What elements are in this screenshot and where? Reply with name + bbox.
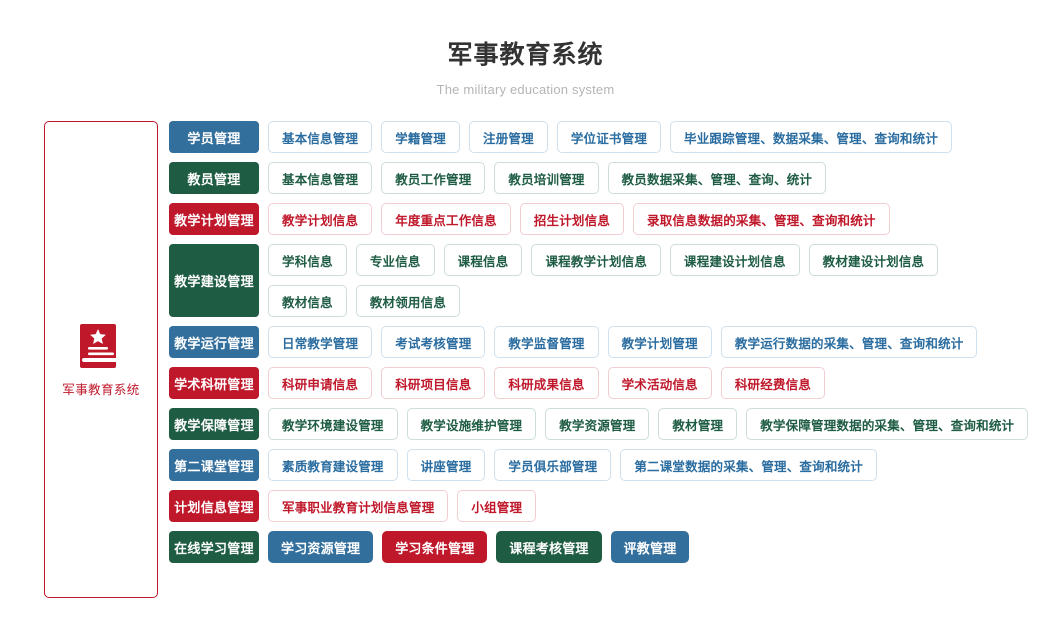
row-line: 教材信息教材领用信息: [268, 285, 938, 317]
row-items: 科研申请信息科研项目信息科研成果信息学术活动信息科研经费信息: [268, 367, 826, 399]
module-chip[interactable]: 学习条件管理: [382, 531, 488, 563]
module-chip[interactable]: 教学设施维护管理: [406, 408, 537, 440]
module-chip[interactable]: 教学保障管理数据的采集、管理、查询和统计: [746, 408, 1029, 440]
module-chip[interactable]: 学位证书管理: [556, 121, 662, 153]
module-row: 教学运行管理日常教学管理考试考核管理教学监督管理教学计划管理教学运行数据的采集、…: [169, 326, 1028, 358]
module-chip[interactable]: 学员俱乐部管理: [494, 449, 612, 481]
row-line: 基本信息管理学籍管理注册管理学位证书管理毕业跟踪管理、数据采集、管理、查询和统计: [268, 121, 953, 153]
module-chip[interactable]: 课程信息: [443, 244, 523, 276]
module-rows: 学员管理基本信息管理学籍管理注册管理学位证书管理毕业跟踪管理、数据采集、管理、查…: [169, 121, 1029, 563]
module-row: 第二课堂管理素质教育建设管理讲座管理学员俱乐部管理第二课堂数据的采集、管理、查询…: [169, 449, 1028, 481]
module-chip[interactable]: 录取信息数据的采集、管理、查询和统计: [633, 203, 890, 235]
row-label-5[interactable]: 学术科研管理: [169, 367, 259, 399]
row-line: 基本信息管理教员工作管理教员培训管理教员数据采集、管理、查询、统计: [268, 162, 827, 194]
module-chip[interactable]: 招生计划信息: [519, 203, 625, 235]
module-chip[interactable]: 讲座管理: [406, 449, 486, 481]
module-chip[interactable]: 学科信息: [268, 244, 347, 276]
module-chip[interactable]: 课程建设计划信息: [670, 244, 800, 276]
module-row: 教学计划管理教学计划信息年度重点工作信息招生计划信息录取信息数据的采集、管理、查…: [169, 203, 1028, 235]
module-chip[interactable]: 教材信息: [268, 285, 347, 317]
module-chip[interactable]: 教员培训管理: [494, 162, 599, 194]
module-chip[interactable]: 学籍管理: [381, 121, 461, 153]
module-chip[interactable]: 教学监督管理: [494, 326, 599, 358]
row-line: 学习资源管理学习条件管理课程考核管理评教管理: [268, 531, 690, 563]
row-label-2[interactable]: 教学计划管理: [169, 203, 259, 235]
book-star-icon: [78, 322, 124, 370]
row-items: 教学计划信息年度重点工作信息招生计划信息录取信息数据的采集、管理、查询和统计: [268, 203, 890, 235]
module-chip[interactable]: 教材建设计划信息: [808, 244, 939, 276]
row-items: 学习资源管理学习条件管理课程考核管理评教管理: [268, 531, 690, 563]
module-chip[interactable]: 素质教育建设管理: [268, 449, 398, 481]
module-chip[interactable]: 科研申请信息: [268, 367, 373, 399]
row-label-9[interactable]: 在线学习管理: [169, 531, 259, 563]
body-area: 军事教育系统 学员管理基本信息管理学籍管理注册管理学位证书管理毕业跟踪管理、数据…: [0, 121, 1051, 598]
row-line: 军事职业教育计划信息管理小组管理: [268, 490, 537, 522]
row-line: 教学计划信息年度重点工作信息招生计划信息录取信息数据的采集、管理、查询和统计: [268, 203, 890, 235]
module-row: 教员管理基本信息管理教员工作管理教员培训管理教员数据采集、管理、查询、统计: [169, 162, 1028, 194]
module-chip[interactable]: 科研经费信息: [720, 367, 826, 399]
row-line: 学科信息专业信息课程信息课程教学计划信息课程建设计划信息教材建设计划信息: [268, 244, 939, 276]
page-title: 军事教育系统: [447, 41, 604, 69]
page-subtitle: The military education system: [436, 82, 615, 97]
row-line: 素质教育建设管理讲座管理学员俱乐部管理第二课堂数据的采集、管理、查询和统计: [268, 449, 877, 481]
module-chip[interactable]: 课程考核管理: [496, 531, 602, 563]
module-chip[interactable]: 注册管理: [469, 121, 548, 153]
row-items: 日常教学管理考试考核管理教学监督管理教学计划管理教学运行数据的采集、管理、查询和…: [268, 326, 978, 358]
module-chip[interactable]: 专业信息: [355, 244, 435, 276]
module-chip[interactable]: 教材领用信息: [355, 285, 461, 317]
module-chip[interactable]: 基本信息管理: [268, 162, 373, 194]
row-label-7[interactable]: 第二课堂管理: [169, 449, 259, 481]
row-label-8[interactable]: 计划信息管理: [169, 490, 259, 522]
module-chip[interactable]: 教学资源管理: [545, 408, 650, 440]
row-line: 教学环境建设管理教学设施维护管理教学资源管理教材管理教学保障管理数据的采集、管理…: [268, 408, 1029, 440]
row-label-6[interactable]: 教学保障管理: [169, 408, 259, 440]
row-label-3[interactable]: 教学建设管理: [169, 244, 259, 317]
page-header: 军事教育系统 The military education system: [0, 0, 1051, 100]
row-items: 基本信息管理学籍管理注册管理学位证书管理毕业跟踪管理、数据采集、管理、查询和统计: [268, 121, 953, 153]
row-items: 素质教育建设管理讲座管理学员俱乐部管理第二课堂数据的采集、管理、查询和统计: [268, 449, 877, 481]
row-label-4[interactable]: 教学运行管理: [169, 326, 259, 358]
module-chip[interactable]: 毕业跟踪管理、数据采集、管理、查询和统计: [670, 121, 953, 153]
module-row: 在线学习管理学习资源管理学习条件管理课程考核管理评教管理: [169, 531, 1028, 563]
module-chip[interactable]: 教学计划管理: [607, 326, 712, 358]
module-chip[interactable]: 科研成果信息: [494, 367, 599, 399]
module-chip[interactable]: 科研项目信息: [381, 367, 486, 399]
row-items: 基本信息管理教员工作管理教员培训管理教员数据采集、管理、查询、统计: [268, 162, 827, 194]
module-chip[interactable]: 军事职业教育计划信息管理: [268, 490, 449, 522]
module-row: 学员管理基本信息管理学籍管理注册管理学位证书管理毕业跟踪管理、数据采集、管理、查…: [169, 121, 1028, 153]
module-chip[interactable]: 小组管理: [457, 490, 537, 522]
row-items: 教学环境建设管理教学设施维护管理教学资源管理教材管理教学保障管理数据的采集、管理…: [268, 408, 1029, 440]
module-row: 教学建设管理学科信息专业信息课程信息课程教学计划信息课程建设计划信息教材建设计划…: [169, 244, 1028, 317]
module-chip[interactable]: 教学运行数据的采集、管理、查询和统计: [720, 326, 978, 358]
module-chip[interactable]: 课程教学计划信息: [531, 244, 662, 276]
module-row: 学术科研管理科研申请信息科研项目信息科研成果信息学术活动信息科研经费信息: [169, 367, 1028, 399]
module-chip[interactable]: 日常教学管理: [268, 326, 373, 358]
module-chip[interactable]: 学习资源管理: [268, 531, 374, 563]
module-chip[interactable]: 教学计划信息: [268, 203, 373, 235]
row-label-1[interactable]: 教员管理: [169, 162, 259, 194]
module-chip[interactable]: 教材管理: [658, 408, 738, 440]
row-items: 学科信息专业信息课程信息课程教学计划信息课程建设计划信息教材建设计划信息教材信息…: [268, 244, 939, 317]
row-line: 科研申请信息科研项目信息科研成果信息学术活动信息科研经费信息: [268, 367, 826, 399]
sidebar-panel[interactable]: 军事教育系统: [44, 121, 158, 598]
module-row: 教学保障管理教学环境建设管理教学设施维护管理教学资源管理教材管理教学保障管理数据…: [169, 408, 1029, 440]
module-chip[interactable]: 教员工作管理: [381, 162, 486, 194]
module-chip[interactable]: 评教管理: [610, 531, 690, 563]
module-chip[interactable]: 年度重点工作信息: [381, 203, 511, 235]
row-line: 日常教学管理考试考核管理教学监督管理教学计划管理教学运行数据的采集、管理、查询和…: [268, 326, 978, 358]
module-chip[interactable]: 学术活动信息: [607, 367, 712, 399]
module-chip[interactable]: 第二课堂数据的采集、管理、查询和统计: [620, 449, 877, 481]
row-items: 军事职业教育计划信息管理小组管理: [268, 490, 537, 522]
module-chip[interactable]: 教学环境建设管理: [268, 408, 398, 440]
module-row: 计划信息管理军事职业教育计划信息管理小组管理: [169, 490, 1028, 522]
sidebar-title: 军事教育系统: [62, 382, 140, 397]
module-chip[interactable]: 教员数据采集、管理、查询、统计: [607, 162, 827, 194]
row-label-0[interactable]: 学员管理: [169, 121, 259, 153]
module-chip[interactable]: 基本信息管理: [268, 121, 373, 153]
module-chip[interactable]: 考试考核管理: [381, 326, 486, 358]
